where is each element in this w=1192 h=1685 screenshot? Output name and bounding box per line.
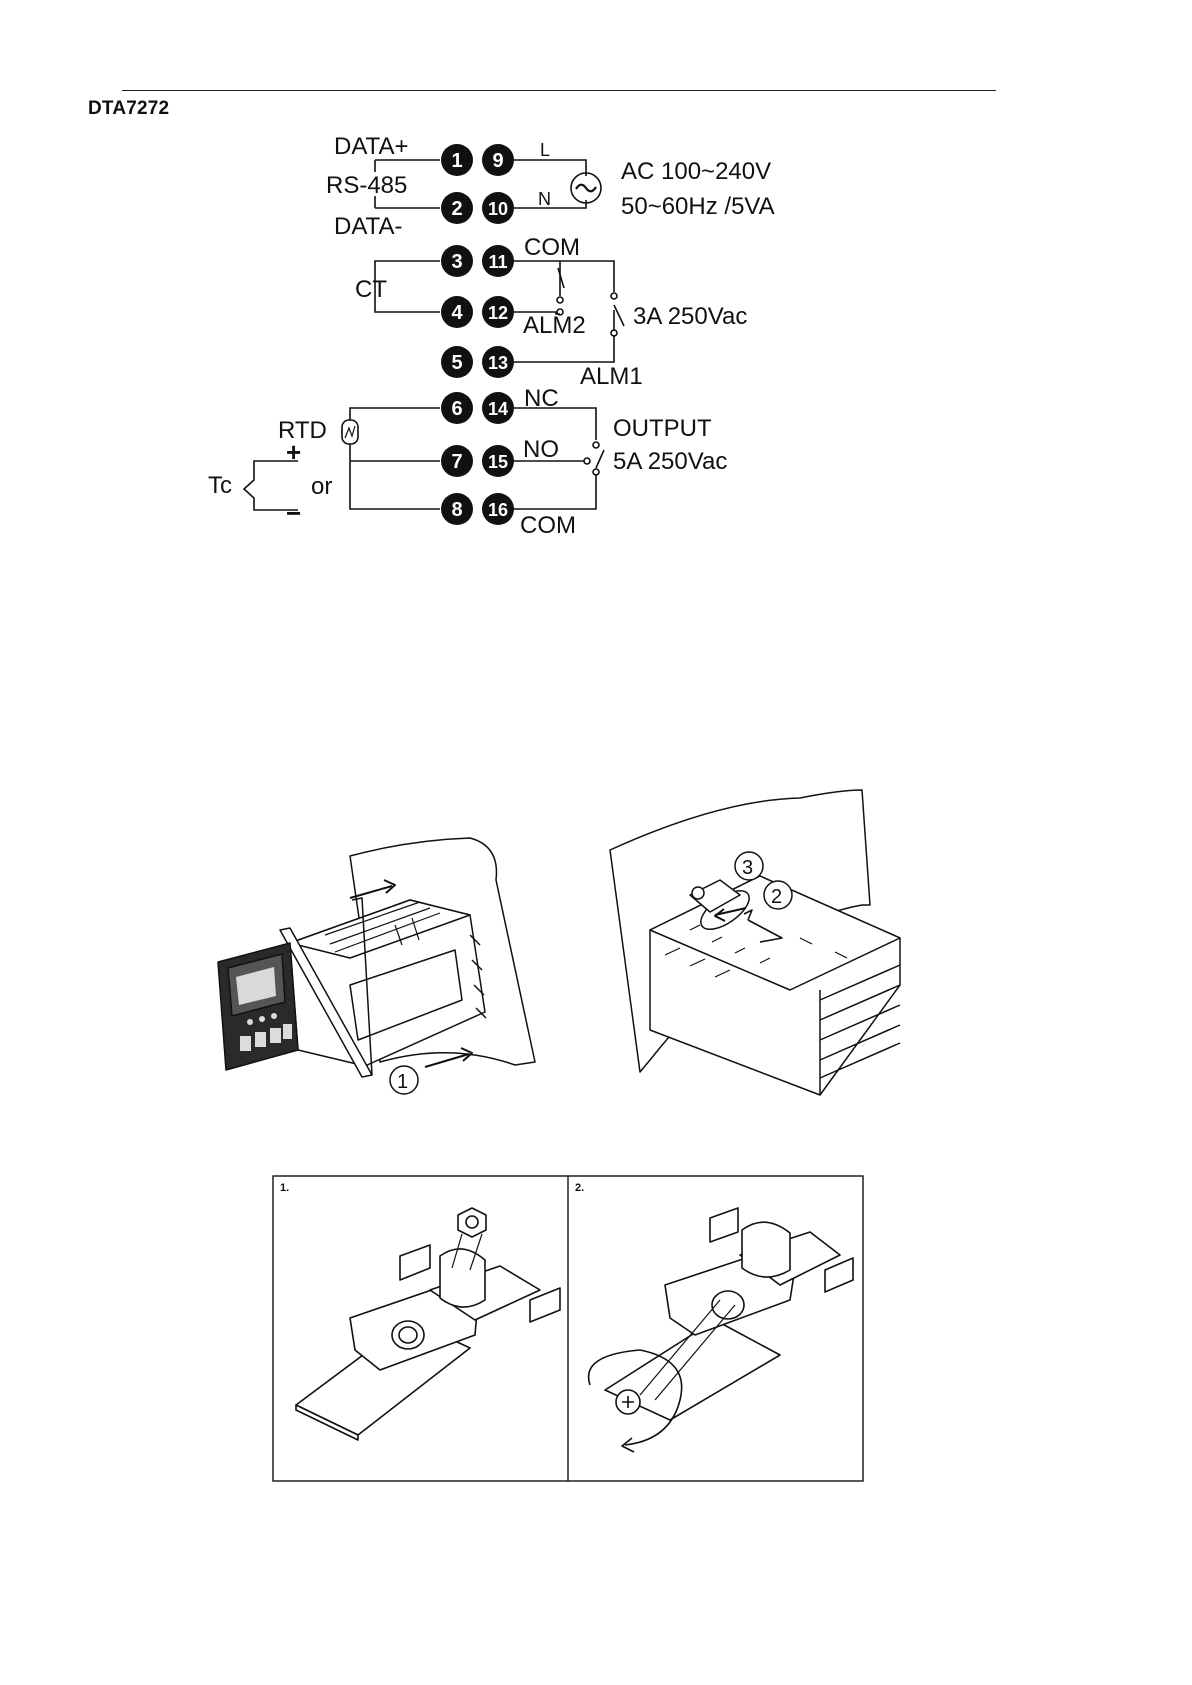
terminal-15-label: 15 xyxy=(488,452,508,472)
terminal-13-label: 13 xyxy=(488,353,508,373)
label-no: NO xyxy=(523,436,559,463)
label-alm1: ALM1 xyxy=(580,363,643,390)
terminal-12-label: 12 xyxy=(488,303,508,323)
clip-screw-barrel-2 xyxy=(742,1222,790,1277)
label-output: OUTPUT xyxy=(613,415,712,442)
terminal-3-label: 3 xyxy=(451,251,462,273)
terminal-2-label: 2 xyxy=(451,198,462,220)
label-ac-line1: AC 100~240V xyxy=(621,158,771,185)
terminal-4-label: 4 xyxy=(451,302,463,324)
terminal-6-label: 6 xyxy=(451,398,462,420)
label-or: or xyxy=(311,473,332,500)
mounting-insert-illustration xyxy=(218,838,535,1094)
alm2-switch xyxy=(558,268,564,288)
output-contact-no xyxy=(584,458,590,464)
label-data-plus: DATA+ xyxy=(334,133,408,160)
step-label-3: 3 xyxy=(742,857,753,879)
terminal-1-label: 1 xyxy=(451,150,462,172)
clamp-screw xyxy=(692,887,704,899)
terminal-16-label: 16 xyxy=(488,500,508,520)
ac-symbol-label: ~ xyxy=(579,194,580,196)
rtd-wires xyxy=(350,408,440,509)
label-tc: Tc xyxy=(208,472,232,499)
label-n: N xyxy=(538,189,551,209)
clip-screw-hole-inner xyxy=(399,1327,417,1343)
alm1-contact-top xyxy=(611,293,617,299)
rtd-zigzag xyxy=(345,426,355,438)
step-label-1: 1 xyxy=(397,1071,408,1093)
label-plus: + xyxy=(286,437,301,467)
step-label-2: 2 xyxy=(771,886,782,908)
terminal-11-label: 11 xyxy=(488,252,507,272)
insert-arrow-bottom xyxy=(425,1054,469,1067)
label-output-rating: 5A 250Vac xyxy=(613,448,727,475)
clip-screw-hole-2 xyxy=(712,1291,744,1319)
alm2-contact-top xyxy=(557,297,563,303)
alm2-wires xyxy=(514,261,560,314)
panel-label-2: 2. xyxy=(575,1182,584,1194)
label-com-top: COM xyxy=(524,234,580,261)
output-contact-nc xyxy=(593,442,599,448)
panel-label-1: 1. xyxy=(280,1182,289,1194)
label-l: L xyxy=(540,140,550,160)
label-minus: − xyxy=(286,498,301,528)
label-data-minus: DATA- xyxy=(334,213,402,240)
output-switch xyxy=(596,450,604,468)
terminal-8-label: 8 xyxy=(451,499,462,521)
label-com-bottom: COM xyxy=(520,512,576,539)
terminal-9-label: 9 xyxy=(492,150,503,172)
label-relay-rating: 3A 250Vac xyxy=(633,303,747,330)
ac-wave-icon xyxy=(576,185,596,192)
terminal-7-label: 7 xyxy=(451,451,462,473)
clip-screw-barrel xyxy=(440,1249,485,1307)
label-ct: CT xyxy=(355,276,387,303)
terminal-14-label: 14 xyxy=(488,399,508,419)
mounting-fix-illustration xyxy=(610,790,900,1095)
label-rs485: RS-485 xyxy=(326,172,407,199)
label-ac-line2: 50~60Hz /5VA xyxy=(621,193,775,220)
terminal-5-label: 5 xyxy=(451,352,462,374)
terminal-10-label: 10 xyxy=(488,199,508,219)
label-alm2: ALM2 xyxy=(523,312,586,339)
label-nc: NC xyxy=(524,385,559,412)
hex-nut-hole xyxy=(466,1216,478,1228)
alm1-switch xyxy=(614,305,624,326)
terminal-block: 12345678910111213141516 xyxy=(441,144,514,525)
